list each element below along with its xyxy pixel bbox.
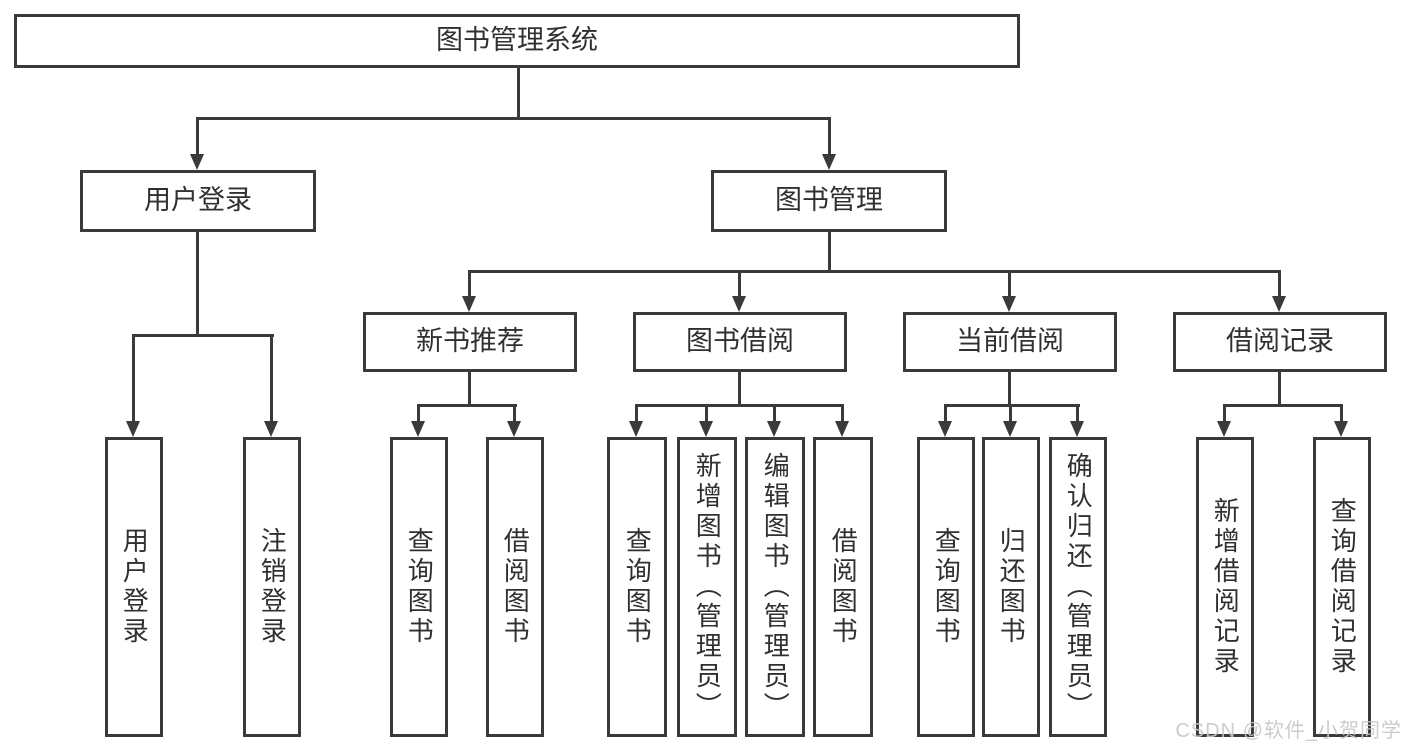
leaf-label: 查询图书 <box>931 527 962 647</box>
arrow-down-icon <box>822 154 836 170</box>
node-user-login: 用户登录 <box>80 170 316 232</box>
connector-drop <box>513 404 516 422</box>
arrow-down-icon <box>767 421 781 437</box>
leaf-label: 用户登录 <box>119 527 150 647</box>
leaf-label: 归还图书 <box>996 527 1027 647</box>
connector-drop-current-borrow <box>1008 270 1011 298</box>
connector-root-hbar <box>196 117 831 120</box>
node-new-book-rec-label: 新书推荐 <box>416 326 524 357</box>
arrow-down-icon <box>411 421 425 437</box>
connector-user-login-hbar <box>132 334 274 337</box>
leaf-label: 查询图书 <box>404 527 435 647</box>
node-new-book-rec: 新书推荐 <box>363 312 577 372</box>
connector-drop <box>635 404 638 422</box>
node-borrow-record-label: 借阅记录 <box>1226 326 1334 357</box>
connector-root-drop-book-mgmt <box>828 117 831 155</box>
leaf-label: 借阅图书 <box>500 527 531 647</box>
connector-book-borrow-stem <box>738 372 741 406</box>
connector-drop-book-borrow <box>738 270 741 298</box>
leaf-label: 查询图书 <box>622 527 653 647</box>
connector-drop <box>773 404 776 422</box>
connector-drop <box>1223 404 1226 422</box>
connector-current-borrow-hbar <box>944 404 1080 407</box>
arrow-down-icon <box>1002 296 1016 312</box>
arrow-down-icon <box>699 421 713 437</box>
connector-new-book-hbar <box>417 404 517 407</box>
connector-drop <box>705 404 708 422</box>
leaf-return-book: 归还图书 <box>982 437 1040 737</box>
connector-drop <box>1340 404 1343 422</box>
connector-drop-new-book <box>468 270 471 298</box>
node-book-borrow-label: 图书借阅 <box>686 326 794 357</box>
arrow-down-icon <box>629 421 643 437</box>
leaf-query-current: 查询图书 <box>917 437 975 737</box>
arrow-down-icon <box>507 421 521 437</box>
connector-drop <box>1009 404 1012 422</box>
arrow-down-icon <box>126 421 140 437</box>
node-root-label: 图书管理系统 <box>436 25 598 56</box>
connector-book-mgmt-stem <box>828 232 831 273</box>
connector-book-mgmt-hbar <box>468 270 1281 273</box>
node-borrow-record: 借阅记录 <box>1173 312 1387 372</box>
node-user-login-label: 用户登录 <box>144 185 252 216</box>
connector-drop-leaf-login <box>132 334 135 422</box>
connector-borrow-record-hbar <box>1223 404 1343 407</box>
arrow-down-icon <box>1272 296 1286 312</box>
connector-drop <box>944 404 947 422</box>
leaf-label: 注销登录 <box>257 527 288 647</box>
leaf-borrow-book: 借阅图书 <box>813 437 873 737</box>
leaf-add-book-admin: 新增图书（管理员） <box>677 437 737 737</box>
node-root: 图书管理系统 <box>14 14 1020 68</box>
leaf-label: 新增借阅记录 <box>1210 497 1241 677</box>
leaf-confirm-return-admin: 确认归还（管理员） <box>1049 437 1107 737</box>
connector-current-borrow-stem <box>1008 372 1011 406</box>
leaf-label: 查询借阅记录 <box>1327 497 1358 677</box>
arrow-down-icon <box>835 421 849 437</box>
node-book-mgmt: 图书管理 <box>711 170 947 232</box>
arrow-down-icon <box>1217 421 1231 437</box>
arrow-down-icon <box>1334 421 1348 437</box>
connector-drop-leaf-logout <box>270 334 273 422</box>
leaf-query-borrow-record: 查询借阅记录 <box>1313 437 1371 737</box>
arrow-down-icon <box>1070 421 1084 437</box>
leaf-label: 确认归还（管理员） <box>1063 452 1094 722</box>
leaf-label: 编辑图书（管理员） <box>760 452 791 722</box>
leaf-query-book: 查询图书 <box>607 437 667 737</box>
node-book-mgmt-label: 图书管理 <box>775 185 883 216</box>
arrow-down-icon <box>1003 421 1017 437</box>
connector-new-book-stem <box>468 372 471 406</box>
csdn-watermark: CSDN @软件_小贺同学 <box>1175 720 1402 742</box>
arrow-down-icon <box>462 296 476 312</box>
connector-book-borrow-hbar <box>635 404 844 407</box>
connector-drop-borrow-record <box>1278 270 1281 298</box>
node-current-borrow-label: 当前借阅 <box>956 326 1064 357</box>
arrow-down-icon <box>190 154 204 170</box>
leaf-add-borrow-record: 新增借阅记录 <box>1196 437 1254 737</box>
leaf-borrow-book-rec: 借阅图书 <box>486 437 544 737</box>
connector-drop <box>417 404 420 422</box>
node-book-borrow: 图书借阅 <box>633 312 847 372</box>
arrow-down-icon <box>264 421 278 437</box>
arrow-down-icon <box>938 421 952 437</box>
connector-borrow-record-stem <box>1278 372 1281 406</box>
leaf-label: 新增图书（管理员） <box>692 452 723 722</box>
arrow-down-icon <box>732 296 746 312</box>
connector-root-stem <box>517 68 520 118</box>
leaf-edit-book-admin: 编辑图书（管理员） <box>745 437 805 737</box>
leaf-label: 借阅图书 <box>828 527 859 647</box>
connector-drop <box>841 404 844 422</box>
node-current-borrow: 当前借阅 <box>903 312 1117 372</box>
connector-root-drop-user-login <box>196 117 199 155</box>
connector-user-login-stem <box>196 232 199 337</box>
leaf-user-login: 用户登录 <box>105 437 163 737</box>
connector-drop <box>1076 404 1079 422</box>
leaf-query-book-rec: 查询图书 <box>390 437 448 737</box>
leaf-logout: 注销登录 <box>243 437 301 737</box>
